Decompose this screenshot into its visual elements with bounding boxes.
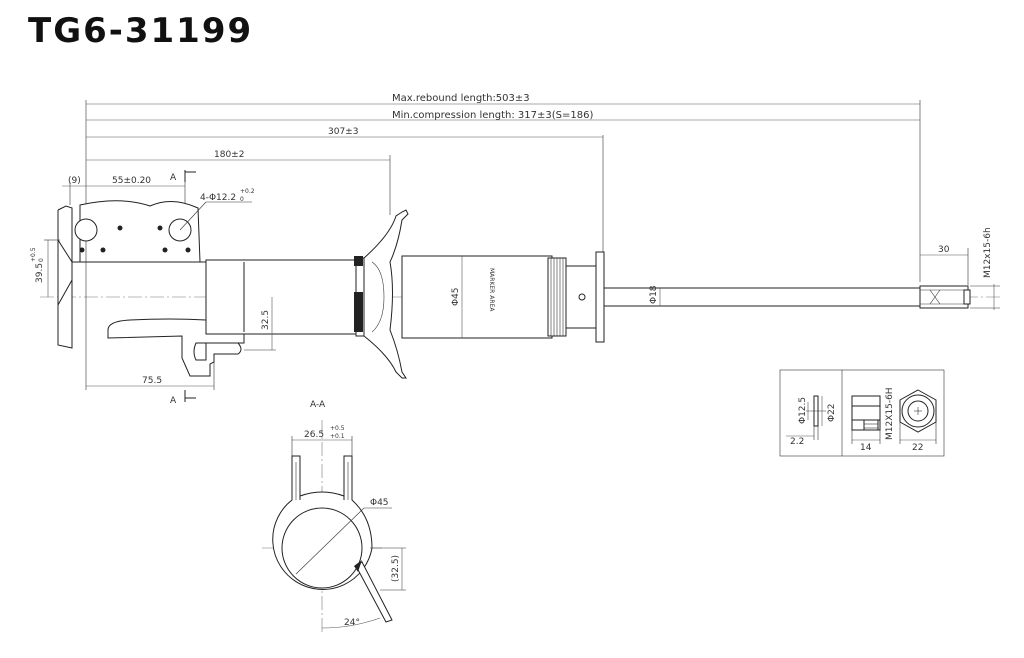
dim-9: (9) — [68, 176, 81, 186]
section-mark-a-bottom: A — [170, 396, 177, 406]
section-angle-24: 24° — [344, 618, 360, 628]
nut-side-view: 14 M12X15-6H — [851, 387, 895, 453]
dim-307: 307±3 — [328, 127, 358, 137]
dim-phi45: Φ45 — [451, 287, 461, 306]
marker-area-label: MARKER AREA — [488, 268, 495, 312]
section-a-a-label: A-A — [310, 400, 326, 410]
dim-30: 30 — [938, 245, 950, 255]
dim-39-5: 39.5 — [35, 263, 45, 283]
washer-phi12-5: Φ12.5 — [798, 397, 808, 424]
dim-180: 180±2 — [214, 150, 244, 160]
part-number-title: TG6-31199 — [28, 11, 254, 51]
washer-side-view: Φ12.5 Φ22 2.2 — [786, 395, 837, 447]
piston-rod — [603, 285, 971, 309]
section-a-a-view: A-A 26.5 +0.5 +0.1 Φ45 (32.5) 24° — [262, 400, 406, 632]
hole-tol-lower: 0 — [240, 196, 244, 203]
section-dim-26-5: 26.5 — [304, 430, 324, 440]
strut-tube — [205, 209, 605, 379]
knuckle-bracket — [57, 200, 245, 377]
section-dim-32-5: (32.5) — [391, 555, 401, 582]
section-dim-26-5-tol-upper: +0.5 — [330, 425, 345, 432]
section-mark-a-top: A — [170, 173, 177, 183]
washer-thickness-2-2: 2.2 — [790, 437, 804, 447]
nut-width-22: 22 — [912, 443, 923, 453]
nut-front-view: 22 — [899, 389, 937, 453]
section-dim-phi45: Φ45 — [370, 498, 389, 508]
rod-thread-spec: M12x15-6h — [983, 227, 993, 278]
dim-75-5: 75.5 — [142, 376, 162, 386]
strut-side-view: Max.rebound length:503±3 Min.compression… — [30, 93, 1000, 406]
hole-tol-upper: +0.2 — [240, 188, 255, 195]
dim-39-5-tol-lower: 0 — [38, 258, 45, 262]
max-rebound-label: Max.rebound length:503±3 — [392, 93, 530, 104]
dim-32-5: 32.5 — [261, 310, 271, 330]
dim-55: 55±0.20 — [112, 176, 151, 186]
section-dim-26-5-tol-lower: +0.1 — [330, 433, 345, 440]
washer-phi22: Φ22 — [827, 403, 837, 422]
hole-spec: 4-Φ12.2 — [200, 193, 236, 203]
nut-height-14: 14 — [860, 443, 872, 453]
dimension-lines — [44, 103, 1000, 402]
dim-39-5-tol-upper: +0.5 — [30, 247, 37, 262]
dim-phi18: Φ18 — [649, 285, 659, 304]
nut-thread-spec: M12X15-6H — [885, 387, 895, 440]
min-compression-label: Min.compression length: 317±3(S=186) — [392, 110, 593, 121]
nut-detail-box: Φ12.5 Φ22 2.2 14 M12X15-6H — [779, 369, 945, 457]
